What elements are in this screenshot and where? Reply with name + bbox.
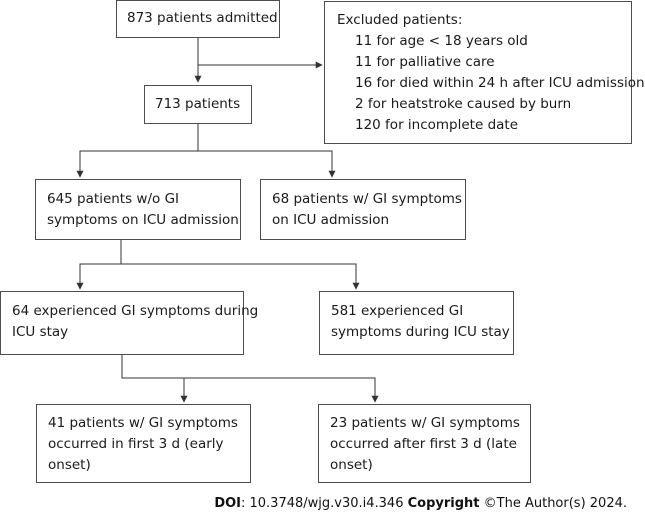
remaining-patients-box: 713 patients [144,85,252,124]
no-gi-on-admission-box: 645 patients w/o GI symptoms on ICU admi… [35,179,241,240]
excluded-item: 11 for age < 18 years old [355,33,528,49]
not-experienced-label-line: 581 experienced GI [331,303,464,319]
late-label-line: occurred after first 3 d (late [330,436,517,452]
admitted-box: 873 patients admitted [116,0,280,38]
late-label-line: onset) [330,457,373,473]
excluded-patients-box: Excluded patients: 11 for age < 18 years… [324,1,645,144]
excluded-item: 120 for incomplete date [355,117,519,133]
admitted-label: 873 patients admitted [127,10,278,26]
connector-remaining-split [76,123,199,178]
gi-on-admission-box: 68 patients w/ GI symptoms on ICU admiss… [260,179,466,240]
doi-value: : 10.3748/wjg.v30.i4.346 [241,496,408,511]
early-label-line: onset) [48,457,91,473]
not-experienced-label-line: symptoms during ICU stay [331,324,510,340]
excluded-item: 16 for died within 24 h after ICU admiss… [355,75,645,91]
copyright-value: ©The Author(s) 2024. [479,496,627,511]
late-label-line: 23 patients w/ GI symptoms [330,415,520,431]
remaining-label: 713 patients [155,96,241,112]
connector-no-gi-split-right [121,263,360,290]
excluded-heading: Excluded patients: [337,12,463,28]
early-onset-box: 41 patients w/ GI symptoms occurred in f… [36,404,251,483]
experienced-label-line: ICU stay [12,324,69,340]
early-label-line: 41 patients w/ GI symptoms [48,415,238,431]
no-experienced-gi-box: 581 experienced GI symptoms during ICU s… [319,291,514,355]
experienced-gi-box: 64 experienced GI symptoms during ICU st… [0,291,259,355]
excluded-item: 11 for palliative care [355,54,495,70]
connector-experienced-split [121,354,188,403]
connector-no-gi-split [76,239,122,290]
citation-footer: DOI: 10.3748/wjg.v30.i4.346 Copyright ©T… [214,496,627,511]
late-onset-box: 23 patients w/ GI symptoms occurred afte… [318,404,531,483]
early-label-line: occurred in first 3 d (early [48,436,224,452]
copyright-label: Copyright [407,496,480,511]
connector-remaining-split-right [198,150,336,178]
gi-label-line: on ICU admission [272,212,390,228]
excluded-item: 2 for heatstroke caused by burn [355,96,572,112]
no-gi-label-line: symptoms on ICU admission [47,212,239,228]
gi-label-line: 68 patients w/ GI symptoms [272,191,462,207]
experienced-label-line: 64 experienced GI symptoms during [12,303,259,319]
doi-label: DOI [214,496,241,511]
no-gi-label-line: 645 patients w/o GI [47,191,180,207]
connector-experienced-split-right [184,377,379,403]
